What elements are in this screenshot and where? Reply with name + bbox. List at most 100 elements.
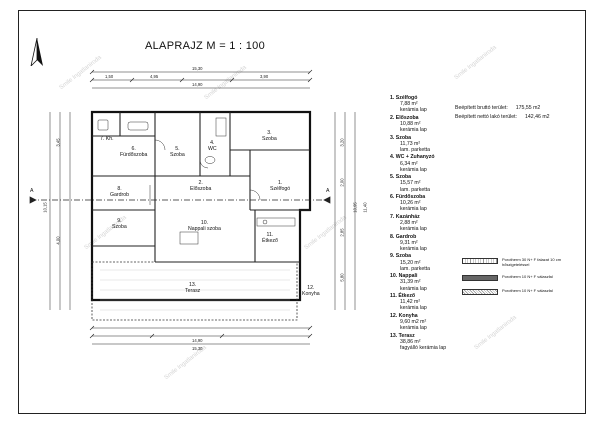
plan-room-13: 13. Terasz — [185, 282, 201, 294]
dim-f: 5,80 — [339, 273, 345, 282]
wall-pattern-swatch — [462, 258, 498, 264]
legend-room-floor: kerámia lap — [400, 325, 427, 332]
toilet-icon — [204, 156, 216, 164]
net-area-value: 142,46 m2 — [525, 114, 550, 120]
door-swing-icon — [199, 159, 209, 169]
legend-room-floor: kerámia lap — [400, 206, 427, 213]
legend-room-area: 38,86 m² — [400, 338, 421, 345]
legend-room-floor: lam. parketta — [400, 265, 430, 272]
legend-room-area: 2,88 m² — [400, 219, 418, 226]
legend-room-name: 11. Étkező — [390, 292, 416, 299]
sheet-border — [18, 10, 586, 414]
legend-room-name: 6. Fürdőszoba — [390, 193, 426, 200]
dim-e: 2,85 — [339, 228, 345, 237]
dim-b: 4,00 — [55, 236, 61, 245]
plan-room-1: 1. Szélfogó — [270, 180, 291, 192]
plan-room-12: 12. Konyha — [302, 285, 320, 297]
legend-room-name: 9. Szoba — [390, 253, 412, 260]
legend-room-area: 9,31 m² — [400, 239, 418, 246]
plan-room-6: 6. Fürdőszoba — [120, 146, 148, 158]
legend-room-area: 11,42 m² — [400, 299, 421, 306]
legend-room-area: 6,34 m² — [400, 160, 418, 167]
legend-room-floor: kerámia lap — [400, 245, 427, 252]
table-icon — [179, 231, 199, 245]
legend-room-area: 10,26 m² — [400, 200, 421, 207]
shower-icon — [215, 117, 227, 137]
drawing-title: ALAPRAJZ M = 1 : 100 — [145, 40, 266, 52]
gross-area-label: Beépített bruttó terület: — [455, 105, 508, 111]
material-key-3: Porotherm 10 N+ F válaszfal — [462, 288, 572, 296]
dim-h: 4,95 — [150, 74, 159, 79]
plan-room-4: 4. WC — [208, 140, 217, 152]
legend-room-floor: lam. parketta — [400, 147, 430, 153]
material-key-text: Porotherm 10 N+ F válaszfal — [502, 288, 553, 294]
legend-room-floor: fagyálló kerámia lap — [400, 344, 447, 351]
door-swing-icon — [249, 189, 261, 201]
dim-left-total: 10,15 — [42, 202, 48, 213]
outer-wall — [90, 110, 312, 302]
legend-room-area: 10,88 m² — [400, 121, 421, 127]
legend-room-name: 13. Terasz — [390, 332, 415, 339]
net-area-label: Beépített nettó lakó terület: — [455, 114, 518, 120]
dim-top-total: 15,30 — [192, 66, 203, 71]
plan-room-2: 2. Előszoba — [190, 180, 212, 192]
legend-room-name: 3. Szoba — [390, 134, 412, 141]
legend-room-floor: kerámia lap — [400, 305, 427, 312]
plan-room-3: 3. Szoba — [262, 130, 277, 142]
north-arrow-icon — [30, 38, 43, 66]
boiler-icon — [97, 119, 109, 131]
legend-room-floor: kerámia lap — [400, 127, 427, 134]
dim-d: 2,00 — [339, 178, 345, 187]
legend-room-name: 10. Nappali — [390, 273, 418, 280]
legend-room-name: 1. Szélfogó — [390, 95, 418, 101]
legend-room-area: 7,88 m² — [400, 101, 418, 108]
wall-pattern-swatch — [462, 275, 498, 282]
dim-i: 3,90 — [260, 74, 269, 79]
gross-area-value: 175,55 m2 — [515, 105, 541, 111]
legend-room-area: 15,20 m² — [400, 259, 421, 266]
area-summary: Beépített bruttó terület: 175,55 m2 Beépí… — [455, 104, 565, 122]
legend-room-floor: kerámia lap — [400, 285, 427, 292]
wall-pattern-swatch — [462, 289, 498, 296]
plan-room-9: 9. Szoba — [112, 218, 127, 230]
legend-room-floor: kerámia lap — [400, 226, 427, 233]
dim-c: 3,20 — [339, 138, 345, 147]
bathtub-icon — [127, 121, 149, 131]
section-marker-right: A — [326, 188, 330, 194]
legend-room-name: 8. Gardrob — [390, 233, 417, 240]
legend-room-area: 31,39 m² — [400, 279, 421, 286]
dim-a: 3,45 — [55, 138, 61, 147]
material-key-1: Porotherm 30 N+ F falazat 10 cm hősziget… — [462, 257, 572, 267]
legend-room-name: 12. Konyha — [390, 312, 418, 319]
plan-room-11: 11. Étkező — [262, 232, 278, 244]
legend-room-area: 11,73 m² — [400, 140, 421, 147]
legend-room-name: 5. Szoba — [390, 174, 412, 181]
legend-room-name: 7. Kazánház — [390, 213, 420, 220]
section-marker-left: A — [30, 188, 34, 194]
material-key-2: Porotherm 10 N+ F válaszfal — [462, 274, 572, 282]
plan-room-7: 7. Kh. — [100, 136, 114, 142]
sink-icon — [262, 219, 268, 225]
legend-room-floor: lam. parketta — [400, 186, 430, 193]
dim-g: 1,50 — [105, 74, 114, 79]
plan-room-10: 10. Nappali szoba — [188, 220, 221, 232]
dim-right-inner: 11,40 — [362, 202, 368, 213]
plan-room-8: 8. Gardrob — [110, 186, 130, 198]
legend-room-floor: kerámia lap — [400, 107, 427, 114]
material-key-text: Porotherm 10 N+ F válaszfal — [502, 274, 553, 280]
legend-room-name: 4. WC + Zuhanyzó — [390, 154, 435, 161]
